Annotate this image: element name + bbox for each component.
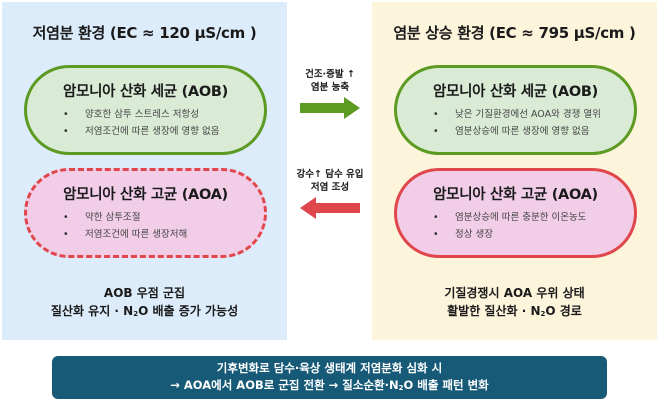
right-arrow-icon [300,97,360,119]
list-item: 염분상승에 따른 생장에 영향 없음 [431,123,634,140]
list-item: 저염조건에 따른 생장저해 [61,226,264,243]
conclusion-line2: → AOA에서 AOB로 군집 전환 → 질소순환·N2O 배출 패턴 변화 [170,378,489,392]
right-summary: 기질경쟁시 AOA 우위 상태 활발한 질산화 · N2O 경로 [372,284,657,323]
right-aob-title: 암모니아 산화 세균 (AOB) [433,84,598,100]
list-item: 정상 생장 [431,226,634,243]
left-summary: AOB 우점 군집 질산화 유지 · N2O 배출 증가 가능성 [2,284,287,323]
forward-arrow-label: 건조·증발 ↑ 염분 농축 [305,69,355,93]
left-aob-list: 양호한 삼투 스트레스 저항성 저염조건에 따른 생장에 영향 없음 [27,106,264,140]
list-item: 저염조건에 따른 생장에 영향 없음 [61,123,264,140]
high-salinity-panel: 염분 상승 환경 (EC ≈ 795 µS/cm ) 암모니아 산화 세균 (A… [372,2,657,340]
left-aoa-node: 암모니아 산화 고균 (AOA) 약한 삼투조절 저염조건에 따른 생장저해 [24,168,267,258]
conclusion-line1: 기후변화로 담수·육상 생태계 저염분화 심화 시 [216,361,443,375]
left-aoa-list: 약한 삼투조절 저염조건에 따른 생장저해 [27,209,264,243]
list-item: 양호한 삼투 스트레스 저항성 [61,106,264,123]
right-summary-line2: 활발한 질산화 · N2O 경로 [447,304,582,318]
left-arrow-icon [300,197,360,219]
low-salinity-panel: 저염분 환경 (EC ≈ 120 µS/cm ) 암모니아 산화 세균 (AOB… [2,2,287,340]
left-aob-title: 암모니아 산화 세균 (AOB) [63,84,228,100]
low-salinity-title: 저염분 환경 (EC ≈ 120 µS/cm ) [32,24,257,42]
left-summary-line1: AOB 우점 군집 [103,286,186,300]
backward-arrow-label: 강수↑ 담수 유입 저염 조성 [296,169,364,193]
conclusion-box: 기후변화로 담수·육상 생태계 저염분화 심화 시 → AOA에서 AOB로 군… [52,356,607,399]
right-aoa-node: 암모니아 산화 고균 (AOA) 염분상승에 따른 충분한 이온농도 정상 생장 [394,168,637,258]
right-aoa-list: 염분상승에 따른 충분한 이온농도 정상 생장 [397,209,634,243]
left-aoa-title: 암모니아 산화 고균 (AOA) [63,187,228,203]
right-aob-list: 낮은 기질환경에선 AOA와 경쟁 열위 염분상승에 따른 생장에 영향 없음 [397,106,634,140]
high-salinity-title: 염분 상승 환경 (EC ≈ 795 µS/cm ) [393,24,636,42]
list-item: 염분상승에 따른 충분한 이온농도 [431,209,634,226]
right-summary-line1: 기질경쟁시 AOA 우위 상태 [444,286,585,300]
right-aob-node: 암모니아 산화 세균 (AOB) 낮은 기질환경에선 AOA와 경쟁 열위 염분… [394,65,637,155]
left-summary-line2: 질산화 유지 · N2O 배출 증가 가능성 [50,304,239,318]
left-aob-node: 암모니아 산화 세균 (AOB) 양호한 삼투 스트레스 저항성 저염조건에 따… [24,65,267,155]
right-aoa-title: 암모니아 산화 고균 (AOA) [433,187,598,203]
list-item: 약한 삼투조절 [61,209,264,226]
list-item: 낮은 기질환경에선 AOA와 경쟁 열위 [431,106,634,123]
